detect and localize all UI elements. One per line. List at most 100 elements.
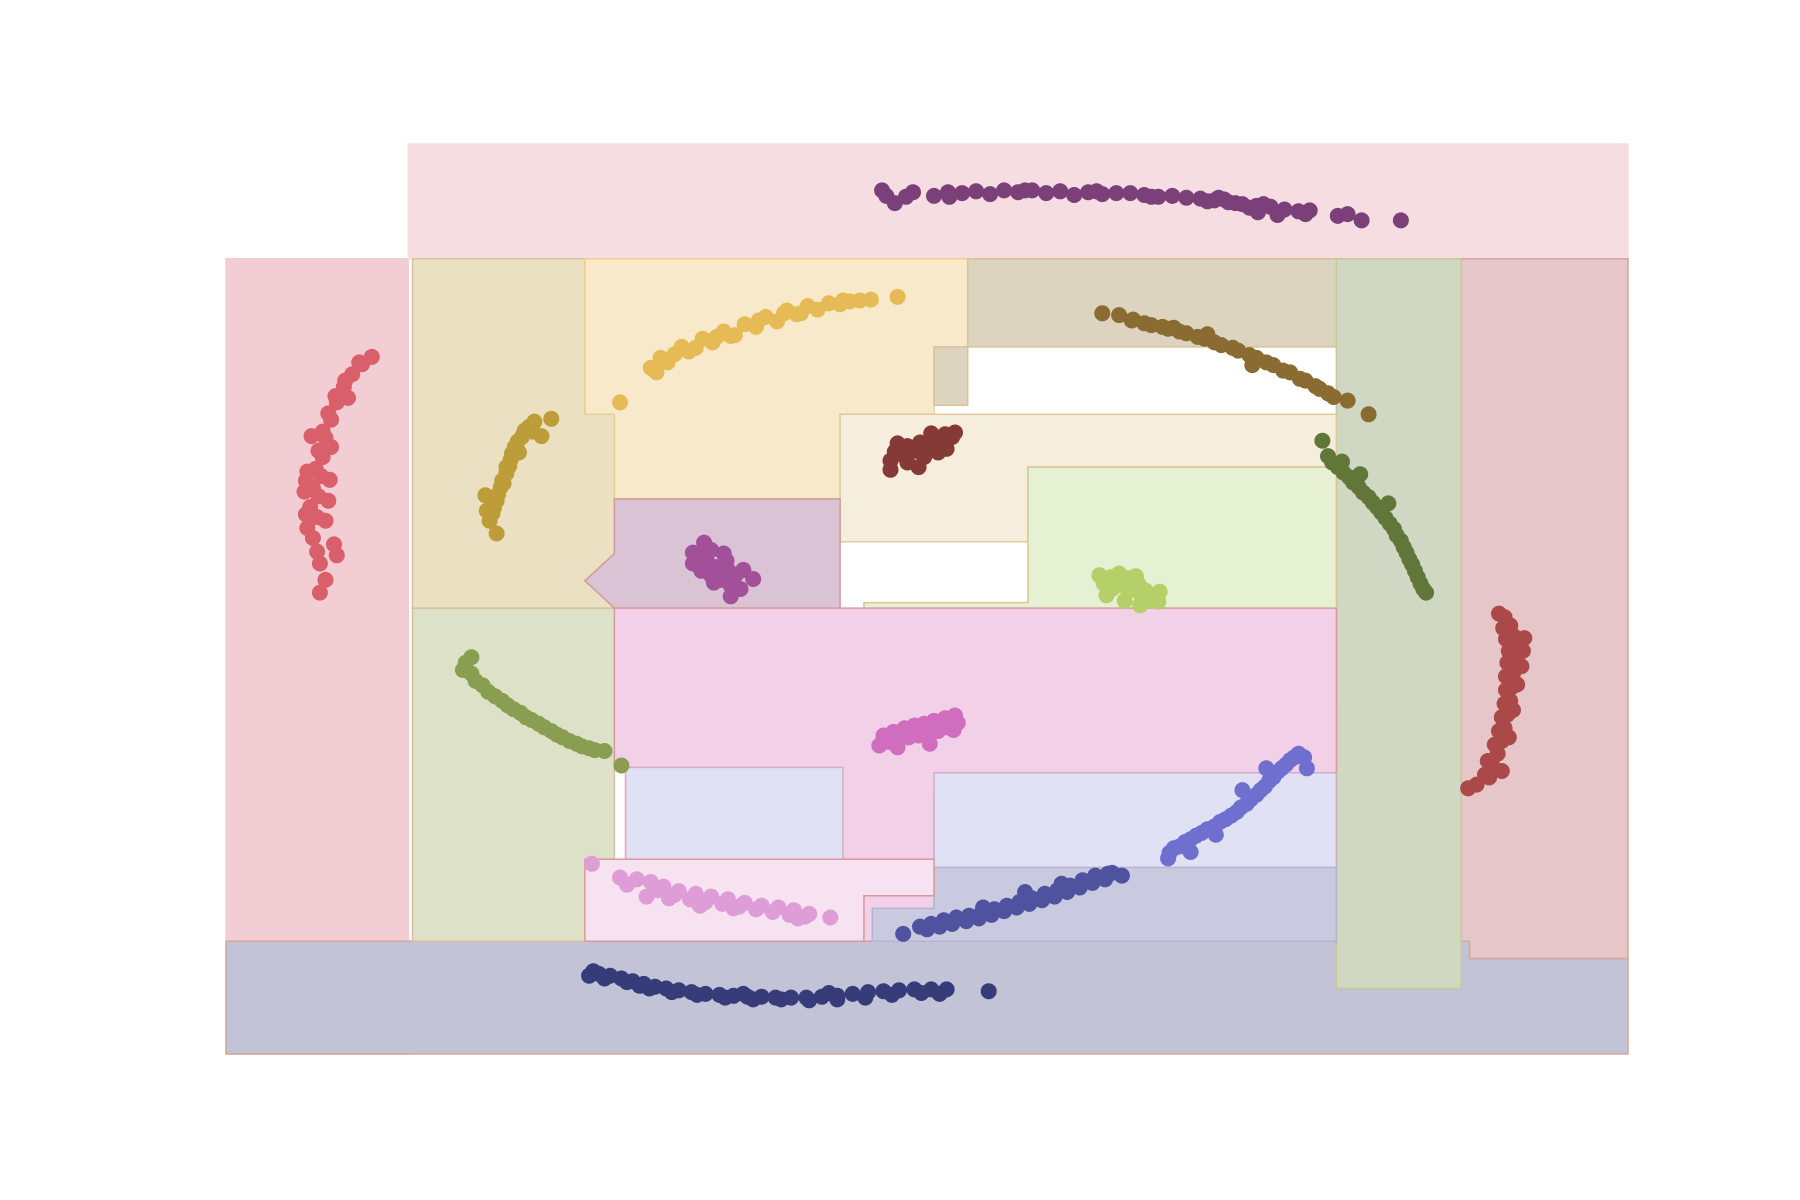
point-coral-18 (320, 405, 337, 422)
point-dark-olive-24 (1406, 562, 1423, 579)
series-coral (296, 348, 380, 601)
point-indigo-18 (931, 918, 948, 935)
point-pink-29 (612, 869, 628, 886)
point-plum-34 (874, 182, 891, 199)
region-crimson-3 (1460, 257, 1629, 960)
point-indigo-35 (1053, 875, 1070, 892)
point-crimson-32 (1493, 763, 1510, 779)
point-plum-28 (1178, 189, 1195, 206)
point-purple-12 (703, 541, 720, 558)
point-periwinkle-33 (1182, 844, 1199, 860)
point-crimson-34 (1514, 642, 1531, 659)
point-indigo-17 (919, 921, 935, 938)
point-pink-27 (790, 910, 806, 927)
point-coral-37 (351, 354, 368, 371)
point-gold-26 (792, 305, 809, 322)
point-purple-16 (745, 571, 762, 587)
point-olive-green-21 (568, 735, 585, 752)
point-pink-26 (725, 900, 742, 917)
point-coral-25 (317, 512, 334, 529)
point-lime-17 (1116, 592, 1133, 609)
point-navy-20 (844, 985, 861, 1002)
point-olive-green-20 (554, 729, 571, 746)
point-crimson-29 (1509, 676, 1526, 693)
point-coral-20 (337, 372, 354, 389)
point-navy-28 (619, 974, 635, 991)
point-indigo-26 (1034, 892, 1050, 909)
point-gold-30 (722, 328, 739, 344)
series-navy (581, 963, 997, 1009)
point-olive-green-18 (530, 715, 547, 732)
series-magenta (871, 707, 966, 756)
point-navy-37 (857, 989, 874, 1006)
point-mustard-19 (511, 444, 527, 461)
point-olive-green-23 (596, 743, 613, 759)
point-pink-23 (822, 909, 839, 926)
point-navy-41 (631, 977, 648, 994)
point-crimson-28 (1513, 658, 1530, 675)
point-navy-38 (883, 986, 900, 1003)
point-plum-8 (1108, 185, 1125, 202)
point-indigo-36 (1104, 864, 1121, 881)
point-mustard-21 (543, 410, 560, 427)
point-indigo-30 (1084, 874, 1101, 891)
point-lime-14 (1127, 568, 1144, 585)
point-plum-29 (1122, 185, 1139, 202)
point-dark-olive-0 (1314, 432, 1331, 449)
point-navy-45 (980, 983, 997, 1000)
point-dark-olive-26 (1418, 584, 1435, 601)
point-purple-19 (715, 545, 732, 562)
point-brown-25 (1307, 378, 1324, 395)
region-coral-0 (225, 257, 410, 1055)
point-crimson-35 (1516, 630, 1533, 647)
point-coral-27 (323, 439, 340, 455)
point-crimson-17 (1479, 753, 1496, 769)
point-dark-olive-22 (1395, 539, 1412, 556)
point-coral-11 (363, 348, 380, 365)
point-periwinkle-28 (1234, 782, 1251, 799)
point-indigo-24 (1008, 899, 1025, 916)
point-mustard-24 (477, 487, 494, 504)
point-pink-24 (638, 888, 655, 905)
point-plum-33 (898, 188, 914, 205)
point-coral-16 (310, 442, 327, 459)
point-dark-olive-29 (1334, 453, 1350, 470)
series-brown (1094, 305, 1377, 423)
series-dark-olive (1314, 432, 1435, 601)
point-olive-green-13 (467, 672, 484, 689)
point-crimson-23 (1498, 668, 1514, 685)
point-olive-green-22 (581, 740, 598, 757)
point-mustard-22 (488, 525, 505, 542)
region-olive-green-4 (411, 607, 616, 942)
series-olive-green (454, 649, 630, 774)
point-gold-32 (776, 305, 792, 322)
point-navy-39 (913, 985, 930, 1001)
point-plum-46 (941, 188, 958, 205)
point-coral-29 (328, 547, 345, 564)
point-indigo-33 (975, 899, 992, 916)
point-gold-27 (834, 292, 851, 309)
point-coral-33 (309, 543, 326, 560)
point-coral-21 (297, 506, 314, 523)
point-plum-48 (1088, 183, 1105, 200)
point-mustard-23 (501, 458, 518, 475)
point-coral-26 (321, 471, 338, 488)
point-navy-42 (735, 985, 752, 1002)
point-navy-34 (773, 991, 790, 1008)
point-pink-20 (764, 904, 781, 920)
series-dark-red (882, 424, 963, 478)
point-gold-19 (809, 301, 826, 318)
point-gold-24 (708, 328, 725, 345)
point-brown-14 (1339, 392, 1356, 409)
point-purple-18 (705, 574, 722, 591)
series-plum (874, 182, 1409, 229)
point-dark-red-18 (910, 459, 927, 476)
point-magenta-16 (947, 707, 963, 724)
point-brown-20 (1224, 339, 1241, 356)
point-dark-olive-28 (1380, 495, 1397, 512)
point-plum-40 (1269, 207, 1286, 223)
point-periwinkle-29 (1258, 760, 1275, 777)
point-brown-28 (1360, 406, 1377, 423)
point-dark-olive-17 (1355, 484, 1371, 501)
